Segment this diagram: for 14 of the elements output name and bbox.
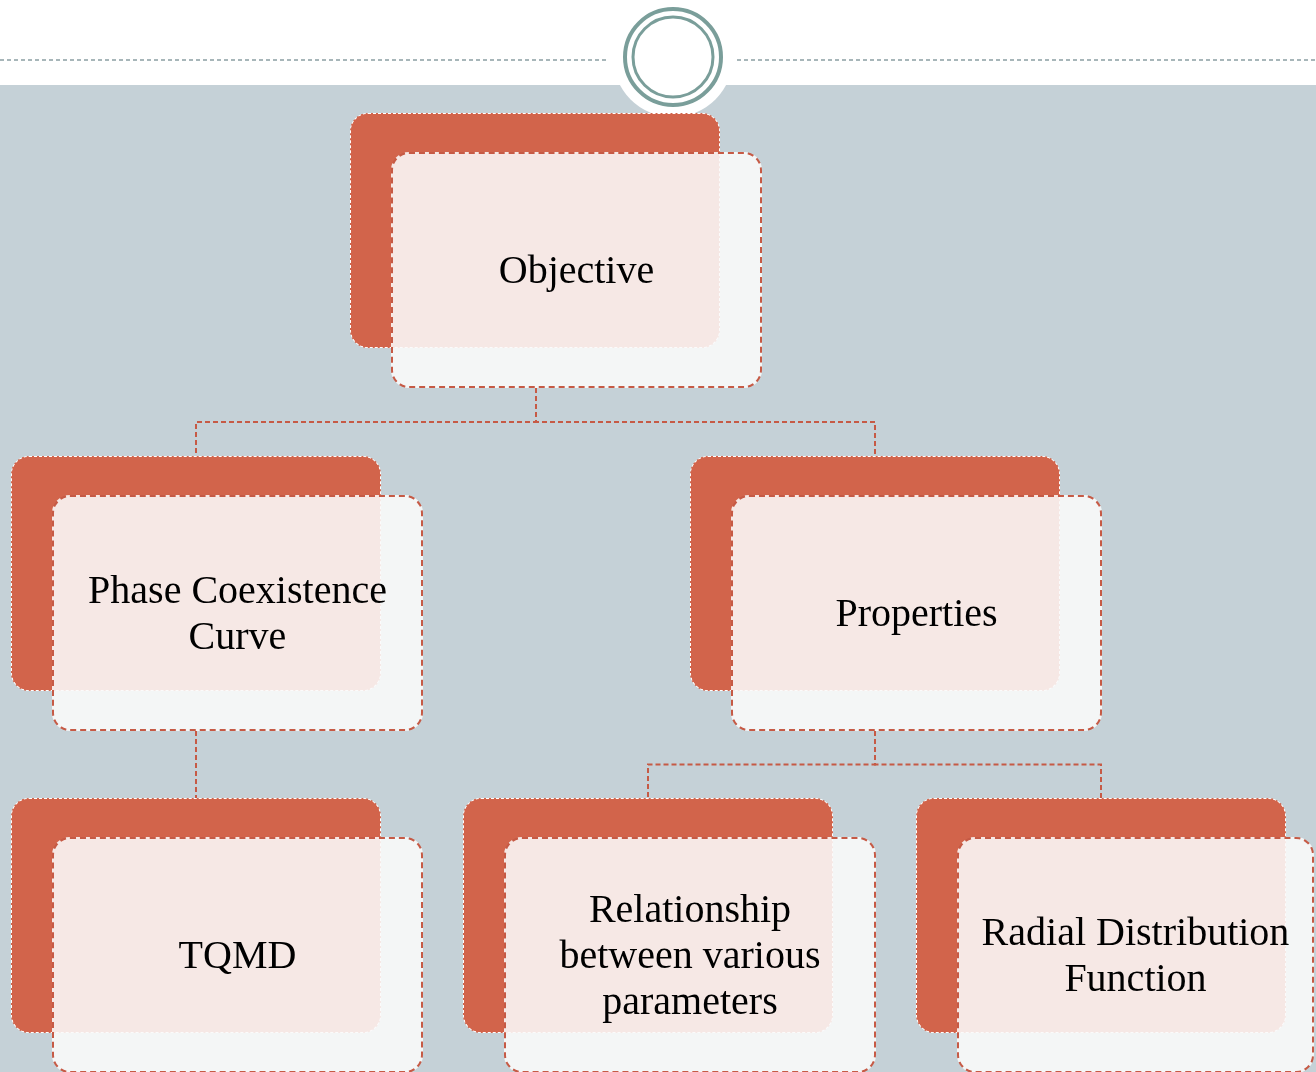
process-card xyxy=(916,798,1314,1072)
node-label: Properties xyxy=(834,590,999,636)
node-label: Relationship between various parameters xyxy=(558,886,822,1024)
connector xyxy=(874,730,1102,799)
process-card xyxy=(463,798,876,1072)
process-card xyxy=(11,456,423,731)
node-label: Phase Coexistence Curve xyxy=(87,567,388,659)
node-label: Objective xyxy=(497,247,656,293)
node-label: TQMD xyxy=(177,932,298,978)
process-card xyxy=(690,456,1102,731)
process-card xyxy=(350,113,762,388)
process-card xyxy=(11,798,423,1072)
node-label: Radial Distribution Function xyxy=(980,909,1291,1001)
connector xyxy=(195,730,197,799)
